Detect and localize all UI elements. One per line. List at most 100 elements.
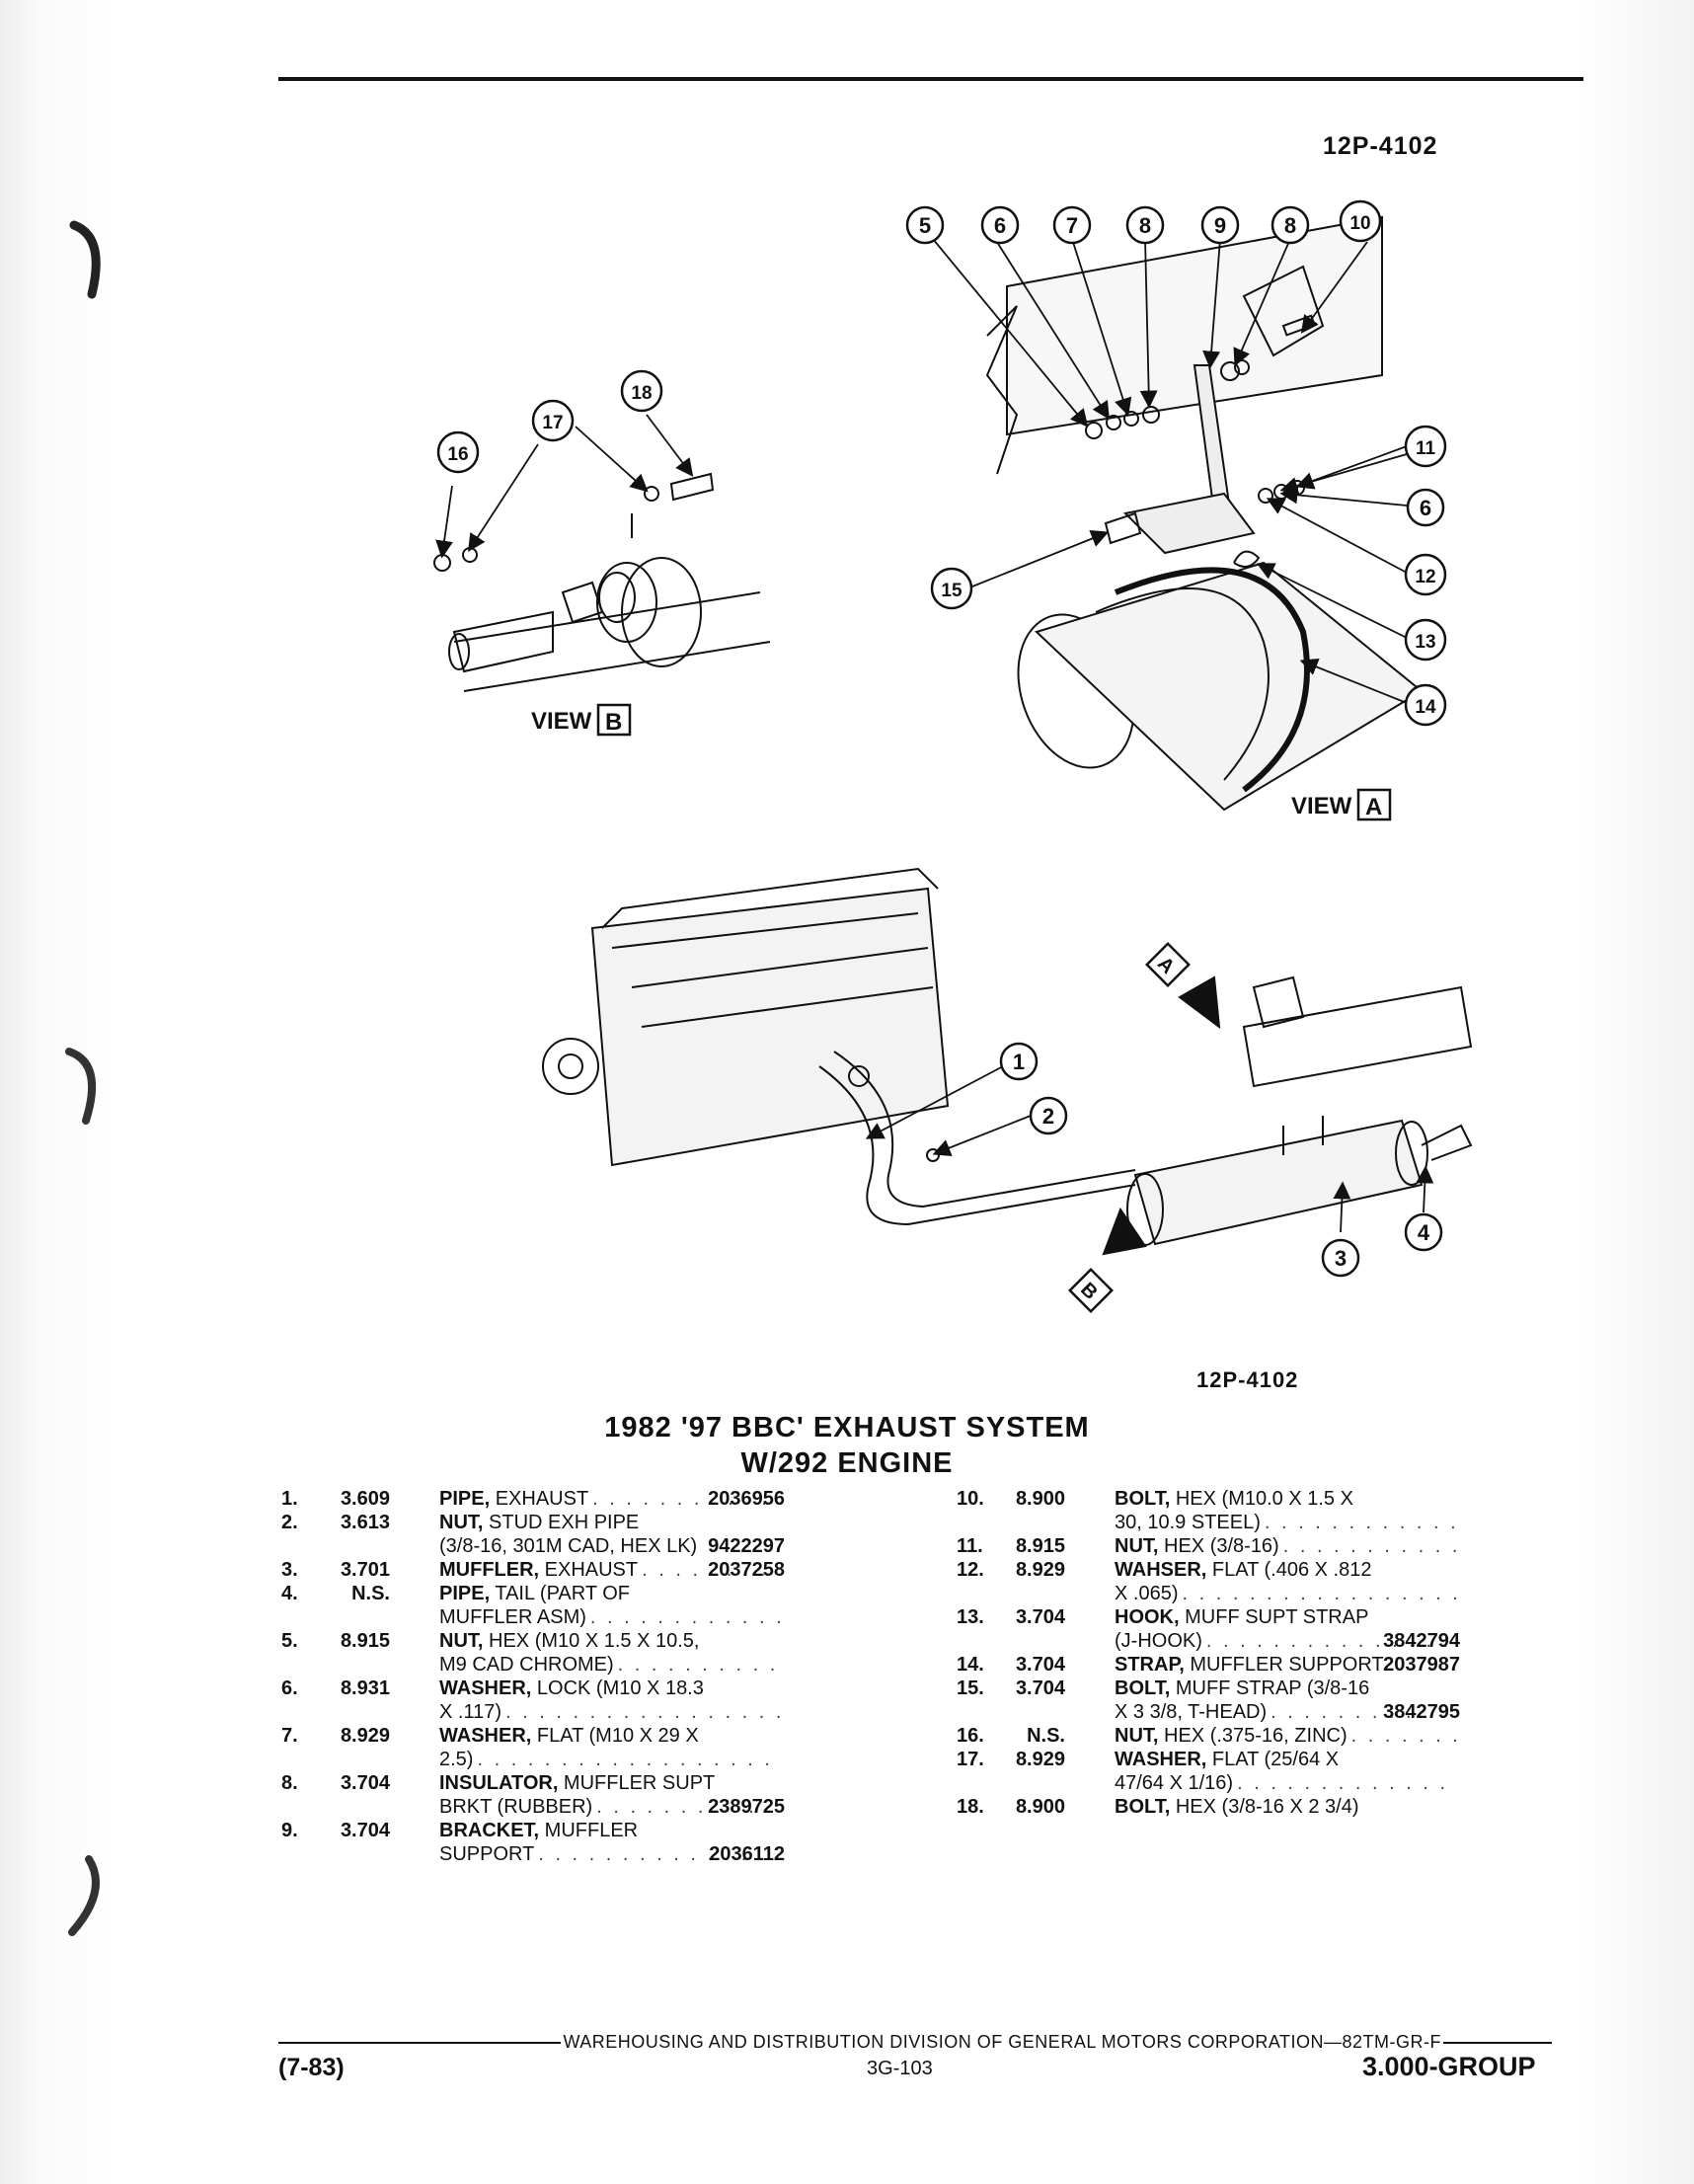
description-line: NUT, HEX (3/8-16) bbox=[1115, 1534, 1460, 1558]
part-detail: (3/8-16, 301M CAD, HEX LK) bbox=[439, 1535, 698, 1557]
part-number: 2036956 bbox=[708, 1488, 785, 1510]
part-noun: BOLT, bbox=[1115, 1677, 1171, 1699]
callout-1: 1 bbox=[1013, 1050, 1025, 1074]
view-b-illustration bbox=[433, 472, 771, 692]
callout-17: 17 bbox=[542, 413, 563, 433]
description-line: X .065) bbox=[1115, 1582, 1460, 1605]
dot-leader bbox=[1237, 1771, 1456, 1795]
description-line: NUT, HEX (.375-16, ZINC) bbox=[1115, 1724, 1460, 1748]
description-line: NUT, HEX (M10 X 1.5 X 10.5, bbox=[439, 1629, 785, 1653]
part-detail: HEX (3/8-16) bbox=[1158, 1535, 1279, 1557]
description-line: X 3 3/8, T-HEAD) bbox=[1115, 1700, 1460, 1724]
part-detail: STUD EXH PIPE bbox=[483, 1512, 640, 1533]
part-detail: X 3 3/8, T-HEAD) bbox=[1115, 1701, 1268, 1723]
description-line: MUFFLER ASM) bbox=[439, 1605, 785, 1629]
item-number: 15. bbox=[957, 1677, 984, 1699]
dot-leader bbox=[505, 1700, 781, 1724]
part-detail: 47/64 X 1/16) bbox=[1115, 1772, 1234, 1794]
description-line: 47/64 X 1/16) bbox=[1115, 1771, 1460, 1795]
part-noun: BOLT, bbox=[1115, 1488, 1171, 1510]
description-line: BOLT, MUFF STRAP (3/8-16 bbox=[1115, 1677, 1460, 1700]
part-detail: 30, 10.9 STEEL) bbox=[1115, 1512, 1261, 1533]
group-number: N.S. bbox=[1027, 1725, 1065, 1747]
part-description: PIPE, EXHAUST2036956 bbox=[439, 1487, 785, 1511]
part-detail: FLAT (25/64 X bbox=[1206, 1749, 1340, 1770]
dot-leader bbox=[590, 1605, 781, 1629]
part-number: 2389725 bbox=[708, 1796, 785, 1818]
part-detail: LOCK (M10 X 18.3 bbox=[531, 1677, 704, 1699]
item-number: 5. bbox=[281, 1630, 298, 1652]
parts-list-item: 9. 3.704 BRACKET, MUFFLERSUPPORT2036112 bbox=[281, 1819, 893, 1866]
part-detail: MUFFLER bbox=[539, 1820, 639, 1841]
part-detail: MUFFLER SUPPORT bbox=[1184, 1654, 1384, 1676]
item-number: 7. bbox=[281, 1725, 298, 1747]
group-number: 3.704 bbox=[1015, 1606, 1065, 1628]
group-number: 8.929 bbox=[1015, 1749, 1065, 1770]
footer-page-number: 3G-103 bbox=[867, 2058, 933, 2079]
item-number: 16. bbox=[957, 1725, 984, 1747]
description-line: SUPPORT bbox=[439, 1842, 785, 1866]
part-detail: TAIL (PART OF bbox=[490, 1583, 631, 1604]
part-detail: HEX (.375-16, ZINC) bbox=[1158, 1725, 1348, 1747]
part-number: 9422297 bbox=[708, 1535, 785, 1557]
part-description: WAHSER, FLAT (.406 X .812 X .065) bbox=[1115, 1558, 1460, 1605]
description-line: MUFFLER, EXHAUST bbox=[439, 1558, 785, 1582]
part-number: 3842795 bbox=[1383, 1701, 1460, 1723]
view-a-label: VIEW bbox=[1291, 793, 1352, 819]
page-subtitle: W/292 ENGINE bbox=[740, 1447, 954, 1479]
description-line: BOLT, HEX (3/8-16 X 2 3/4) bbox=[1115, 1795, 1460, 1819]
view-b-letter: B bbox=[605, 709, 622, 736]
description-line: 2.5) bbox=[439, 1748, 785, 1771]
part-noun: NUT, bbox=[1115, 1535, 1159, 1557]
group-number: 8.929 bbox=[340, 1725, 390, 1747]
description-line: BOLT, HEX (M10.0 X 1.5 X bbox=[1115, 1487, 1460, 1511]
parts-list-item: 16. N.S. NUT, HEX (.375-16, ZINC) bbox=[957, 1724, 1588, 1748]
description-line: WASHER, FLAT (25/64 X bbox=[1115, 1748, 1460, 1771]
dot-leader bbox=[1351, 1724, 1456, 1748]
view-b-label: VIEW bbox=[531, 708, 592, 735]
description-line: X .117) bbox=[439, 1700, 785, 1724]
description-line: PIPE, EXHAUST bbox=[439, 1487, 785, 1511]
part-noun: NUT, bbox=[439, 1630, 484, 1652]
part-detail: MUFF SUPT STRAP bbox=[1179, 1606, 1369, 1628]
part-detail: FLAT (.406 X .812 bbox=[1206, 1559, 1372, 1581]
description-line: HOOK, MUFF SUPT STRAP bbox=[1115, 1605, 1460, 1629]
view-a-letter: A bbox=[1365, 794, 1382, 820]
part-noun: WAHSER, bbox=[1115, 1559, 1207, 1581]
description-line: PIPE, TAIL (PART OF bbox=[439, 1582, 785, 1605]
group-number: 8.900 bbox=[1015, 1796, 1065, 1818]
part-description: WASHER, LOCK (M10 X 18.3 X .117) bbox=[439, 1677, 785, 1724]
binder-hole-mark bbox=[65, 1048, 97, 1125]
figure-reference-bottom: 12P-4102 bbox=[1196, 1367, 1299, 1392]
part-description: NUT, HEX (.375-16, ZINC) bbox=[1115, 1724, 1460, 1748]
callout-16: 16 bbox=[447, 444, 468, 465]
binder-hole-mark bbox=[69, 220, 101, 299]
page-title: 1982 '97 BBC' EXHAUST SYSTEM bbox=[604, 1412, 1090, 1443]
footer-date: (7-83) bbox=[278, 2054, 345, 2081]
item-number: 13. bbox=[957, 1606, 984, 1628]
engine-exhaust-illustration bbox=[542, 867, 1473, 1246]
part-detail: X .065) bbox=[1115, 1583, 1179, 1604]
part-detail: X .117) bbox=[439, 1701, 501, 1723]
figure-reference-top: 12P-4102 bbox=[1323, 132, 1438, 160]
part-description: BRACKET, MUFFLERSUPPORT2036112 bbox=[439, 1819, 785, 1866]
part-noun: WASHER, bbox=[439, 1677, 532, 1699]
item-number: 9. bbox=[281, 1820, 298, 1841]
item-number: 3. bbox=[281, 1559, 298, 1581]
part-description: NUT, STUD EXH PIPE(3/8-16, 301M CAD, HEX… bbox=[439, 1511, 785, 1558]
group-number: 3.609 bbox=[340, 1488, 390, 1510]
group-number: N.S. bbox=[351, 1583, 390, 1604]
group-number: 3.704 bbox=[340, 1820, 390, 1841]
